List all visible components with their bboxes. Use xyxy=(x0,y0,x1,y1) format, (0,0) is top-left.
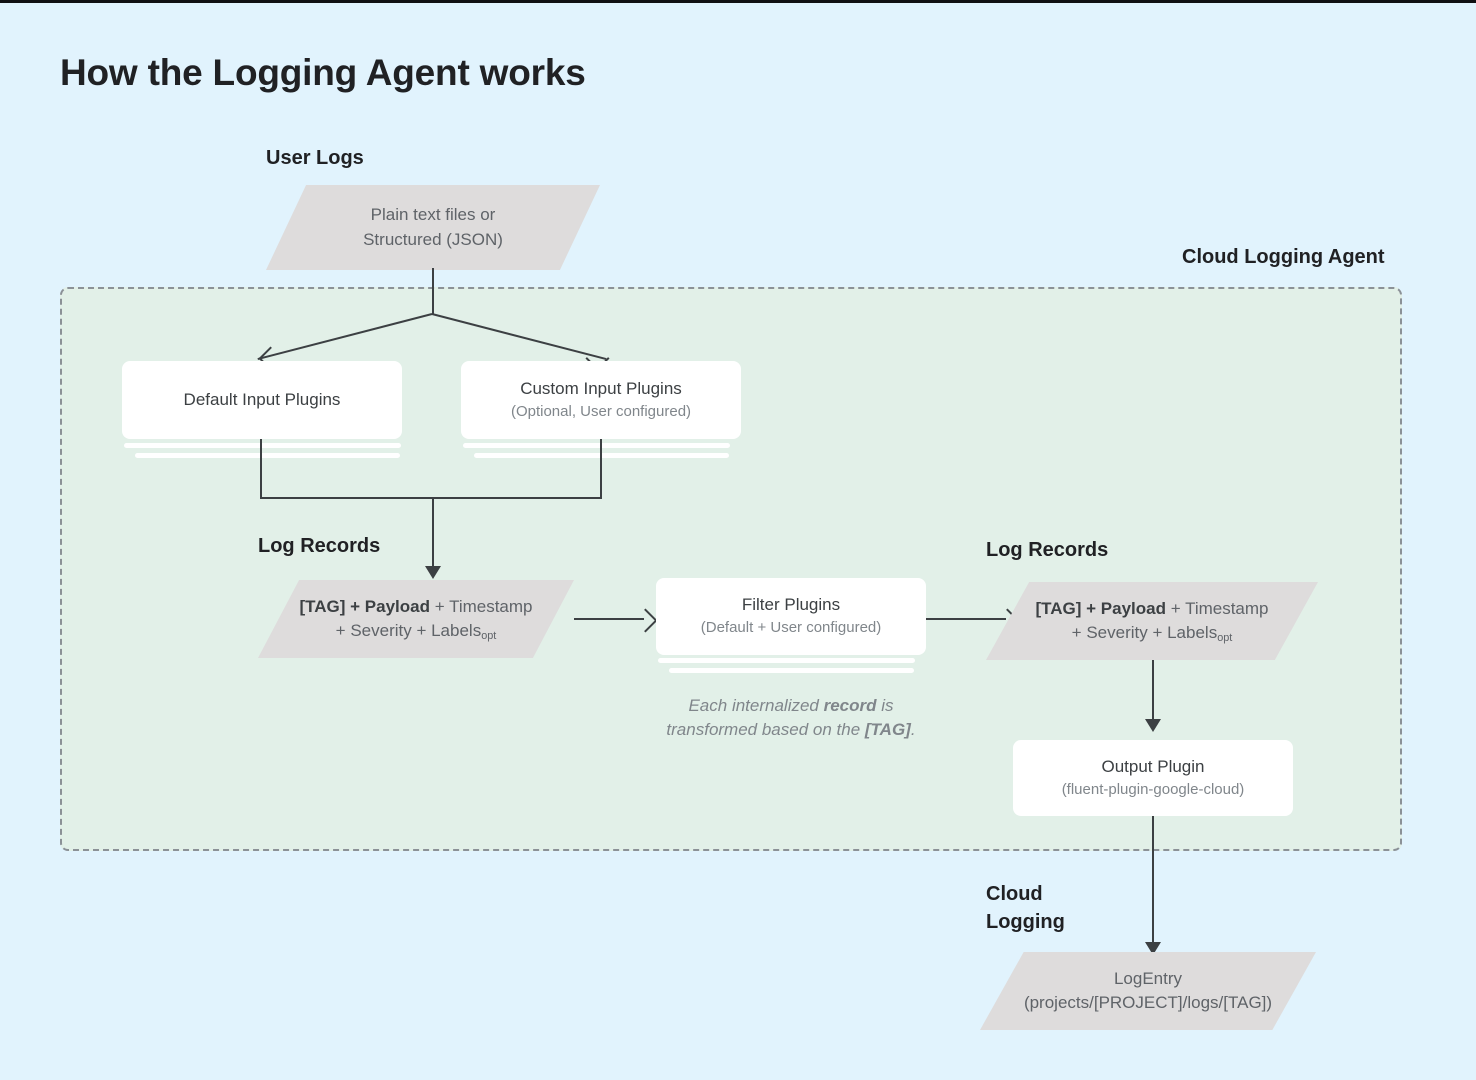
custom-input-stack-line-1 xyxy=(463,443,730,448)
node-custom-input-plugins-title: Custom Input Plugins xyxy=(520,378,682,398)
node-log-record-left-text: [TAG] + Payload + Timestamp + Severity +… xyxy=(281,595,550,643)
node-log-record-left-bold: [TAG] + Payload xyxy=(299,596,430,616)
node-log-record-left-line2: + Severity + Labels xyxy=(335,621,482,640)
top-edge-strip xyxy=(0,0,1476,3)
node-custom-input-plugins-subtitle: (Optional, User configured) xyxy=(510,402,692,420)
note-line2-post: . xyxy=(910,720,916,740)
node-log-entry-subtitle: (projects/[PROJECT]/logs/[TAG]) xyxy=(1023,993,1273,1012)
node-log-record-right-rest: + Timestamp xyxy=(1166,598,1269,618)
connector-log-record-to-output xyxy=(1152,660,1154,722)
node-log-entry: LogEntry (projects/[PROJECT]/logs/[TAG]) xyxy=(980,952,1316,1030)
connector-log-record-to-filter xyxy=(574,618,644,620)
label-user-logs: User Logs xyxy=(266,147,364,169)
label-cloud-logging-line1: Cloud xyxy=(986,883,1043,905)
label-cloud-logging: Cloud Logging xyxy=(986,880,1065,936)
filter-plugins-stack-line-1 xyxy=(658,658,915,663)
connector-inputs-merge-bar xyxy=(260,497,602,499)
default-input-stack-line-2 xyxy=(135,453,400,458)
default-input-stack-line-1 xyxy=(124,443,401,448)
label-cloud-logging-agent: Cloud Logging Agent xyxy=(1182,246,1385,268)
label-log-records-right: Log Records xyxy=(986,539,1109,561)
node-custom-input-plugins[interactable]: Custom Input Plugins (Optional, User con… xyxy=(461,361,741,439)
page-title: How the Logging Agent works xyxy=(60,52,586,93)
node-output-plugin[interactable]: Output Plugin (fluent-plugin-google-clou… xyxy=(1013,740,1293,816)
note-line1-post: is xyxy=(876,696,894,715)
node-user-logs-source-text: Plain text files or Structured (JSON) xyxy=(345,203,521,251)
node-log-record-left: [TAG] + Payload + Timestamp + Severity +… xyxy=(258,580,574,658)
node-user-logs-source-line1: Plain text files or xyxy=(370,205,496,225)
arrowhead-to-output-plugin-icon xyxy=(1145,719,1161,732)
note-record-transform: Each internalized record is transformed … xyxy=(641,694,941,742)
node-log-entry-title: LogEntry xyxy=(1113,968,1183,988)
connector-source-to-split xyxy=(432,268,434,314)
filter-plugins-stack-line-2 xyxy=(669,668,914,673)
node-log-record-left-sub: opt xyxy=(481,630,497,643)
note-line2-pre: transformed based on the xyxy=(666,720,865,740)
node-default-input-plugins-title: Default Input Plugins xyxy=(183,389,341,409)
connector-custom-input-down xyxy=(600,439,602,499)
node-log-entry-text: LogEntry (projects/[PROJECT]/logs/[TAG]) xyxy=(1006,967,1290,1015)
node-filter-plugins-subtitle: (Default + User configured) xyxy=(700,619,882,637)
note-line1-pre: Each internalized xyxy=(688,696,824,715)
node-log-record-right-line2: + Severity + Labels xyxy=(1071,623,1218,642)
node-filter-plugins[interactable]: Filter Plugins (Default + User configure… xyxy=(656,578,926,655)
node-output-plugin-subtitle: (fluent-plugin-google-cloud) xyxy=(1061,780,1245,798)
node-log-record-right-bold: [TAG] + Payload xyxy=(1035,598,1166,618)
note-line1-bold: record xyxy=(823,696,877,715)
arrowhead-to-logentry-icon xyxy=(1145,942,1161,955)
node-log-record-left-rest: + Timestamp xyxy=(430,596,533,616)
arrowhead-to-log-records-left-icon xyxy=(425,566,441,579)
node-log-record-right: [TAG] + Payload + Timestamp + Severity +… xyxy=(986,582,1318,660)
node-filter-plugins-title: Filter Plugins xyxy=(741,595,841,615)
node-user-logs-source: Plain text files or Structured (JSON) xyxy=(266,185,600,270)
connector-default-input-down xyxy=(260,439,262,499)
label-log-records-left: Log Records xyxy=(258,535,381,557)
connector-filter-to-log-record-right xyxy=(926,618,1006,620)
node-log-record-right-sub: opt xyxy=(1217,632,1233,645)
connector-output-to-logentry xyxy=(1152,816,1154,945)
node-output-plugin-title: Output Plugin xyxy=(1101,756,1205,776)
node-log-record-right-text: [TAG] + Payload + Timestamp + Severity +… xyxy=(1017,597,1286,645)
node-user-logs-source-line2: Structured (JSON) xyxy=(363,229,503,249)
note-line2-bold: [TAG] xyxy=(864,720,911,740)
connector-merge-to-log-records xyxy=(432,497,434,570)
label-cloud-logging-line2: Logging xyxy=(986,911,1065,933)
node-default-input-plugins[interactable]: Default Input Plugins xyxy=(122,361,402,439)
